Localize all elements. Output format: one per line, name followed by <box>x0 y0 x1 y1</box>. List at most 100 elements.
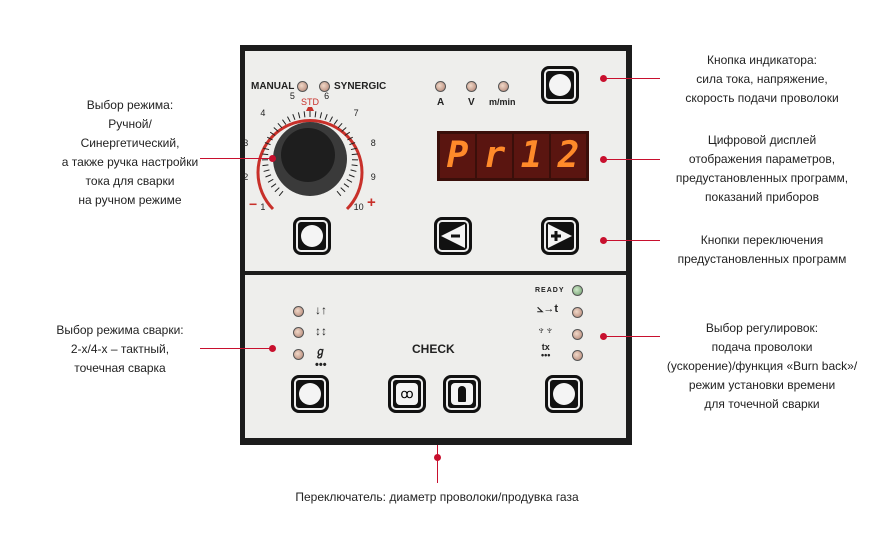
synergic-led <box>319 81 330 92</box>
dial-tick <box>263 169 270 172</box>
callout-line <box>200 158 272 159</box>
dial-tick <box>314 111 317 118</box>
dial-tick <box>303 111 306 118</box>
spot-time-icon: tx••• <box>541 342 551 360</box>
display-digit: 1 <box>514 134 549 178</box>
label-v: V <box>468 97 475 108</box>
callout-line <box>603 78 660 79</box>
dial-knob[interactable] <box>281 128 335 182</box>
dial-tick <box>267 178 274 183</box>
dial-tick <box>262 153 269 156</box>
ready-label: READY <box>535 287 565 294</box>
plus-icon: + <box>367 194 376 211</box>
adjust-button[interactable] <box>545 375 583 413</box>
callout-line <box>200 348 272 349</box>
dial-tick <box>269 131 276 136</box>
dial-tick <box>333 119 338 125</box>
dial-scale-number: 5 <box>289 91 295 102</box>
label-m-min: m/min <box>489 97 516 107</box>
led-wire-speed <box>572 307 583 318</box>
dial-tick <box>292 114 296 120</box>
dial-tick <box>264 142 271 146</box>
led-spot-time <box>572 350 583 361</box>
callout-line <box>603 336 660 337</box>
manual-led <box>297 81 308 92</box>
wire-reel-icon: ꝏ <box>396 383 418 405</box>
led-spot <box>293 349 304 360</box>
two-stroke-icon: ↓↑ <box>315 303 327 317</box>
dial-scale-number: 2 <box>243 172 249 183</box>
dial-scale-number: 6 <box>324 91 330 102</box>
minus-arrow-icon <box>441 224 465 248</box>
callout-adjust: Выбор регулировок:подача проволоки(ускор… <box>666 321 858 411</box>
callout-dot <box>269 345 276 352</box>
dial-tick <box>336 190 342 197</box>
spot-weld-icon: ℊ••• <box>315 346 327 371</box>
dial-scale-number: 3 <box>243 137 249 148</box>
dial-scale-number: 1 <box>260 201 266 212</box>
weld-mode-button[interactable] <box>291 375 329 413</box>
wire-diameter-button[interactable]: ꝏ <box>388 375 426 413</box>
panel-bottom-section: ↓↑ ↕↕ ℊ••• CHECK ꝏ READY ⦣→t ♆♆ tx••• <box>245 275 626 438</box>
wire-speed-ramp-icon: ⦣→t <box>537 303 558 315</box>
dial-scale-number: 9 <box>370 172 376 183</box>
dial-pointer-icon <box>306 103 314 111</box>
dial-tick <box>350 169 357 172</box>
minus-icon: − <box>249 196 258 212</box>
dial-tick <box>274 187 280 193</box>
dial-tick <box>350 147 357 151</box>
callout-dot <box>269 155 276 162</box>
plus-arrow-icon <box>548 224 572 248</box>
callout-weld-mode: Выбор режима сварки:2-х/4-х – тактный,то… <box>56 323 184 375</box>
dial-tick <box>270 183 277 188</box>
dial-tick <box>347 136 353 141</box>
four-stroke-icon: ↕↕ <box>315 324 327 338</box>
led-burn-back <box>572 329 583 340</box>
led-a <box>435 81 446 92</box>
std-label: STD <box>301 97 319 107</box>
synergic-label: SYNERGIC <box>334 81 387 92</box>
indicator-button[interactable] <box>541 66 579 104</box>
program-prev-button[interactable] <box>434 217 472 255</box>
dial-tick <box>351 164 358 167</box>
display-digit: P <box>440 134 475 178</box>
dial-tick <box>351 153 358 156</box>
callout-mode-select: Выбор режима:Ручной/Синергетический,а та… <box>61 98 199 207</box>
callout-switch: Переключатель: диаметр проволоки/продувк… <box>295 490 579 504</box>
dial-tick <box>329 116 333 123</box>
dial-tick <box>337 122 343 129</box>
dial-tick <box>343 183 350 188</box>
program-next-button[interactable] <box>541 217 579 255</box>
led-m-min <box>498 81 509 92</box>
burn-back-icon: ♆♆ <box>537 325 554 337</box>
gas-purge-button[interactable] <box>443 375 481 413</box>
dial-tick <box>278 190 284 197</box>
ready-led <box>572 285 583 296</box>
dial-tick <box>344 131 351 136</box>
dial-tick <box>287 116 291 123</box>
mode-button[interactable] <box>293 217 331 255</box>
dial-tick <box>341 127 347 132</box>
current-dial[interactable] <box>245 91 385 221</box>
check-label: CHECK <box>412 342 455 356</box>
callout-line <box>437 445 438 483</box>
led-2t <box>293 306 304 317</box>
dial-tick <box>273 127 279 132</box>
dial-scale-arc <box>256 119 364 211</box>
dial-tick <box>340 187 346 193</box>
dial-scale-number: 10 <box>353 201 364 212</box>
dial-tick <box>263 147 270 151</box>
dial-tick <box>277 122 283 129</box>
callout-indicator-button: Кнопка индикатора:сила тока, напряжение,… <box>685 53 839 105</box>
gas-cylinder-icon <box>451 383 473 405</box>
manual-label: MANUAL <box>251 81 295 92</box>
callout-line <box>603 240 660 241</box>
display-digit: r <box>477 134 512 178</box>
dial-tick <box>319 112 323 119</box>
led-v <box>466 81 477 92</box>
digital-display: P r 1 2 <box>437 131 589 181</box>
